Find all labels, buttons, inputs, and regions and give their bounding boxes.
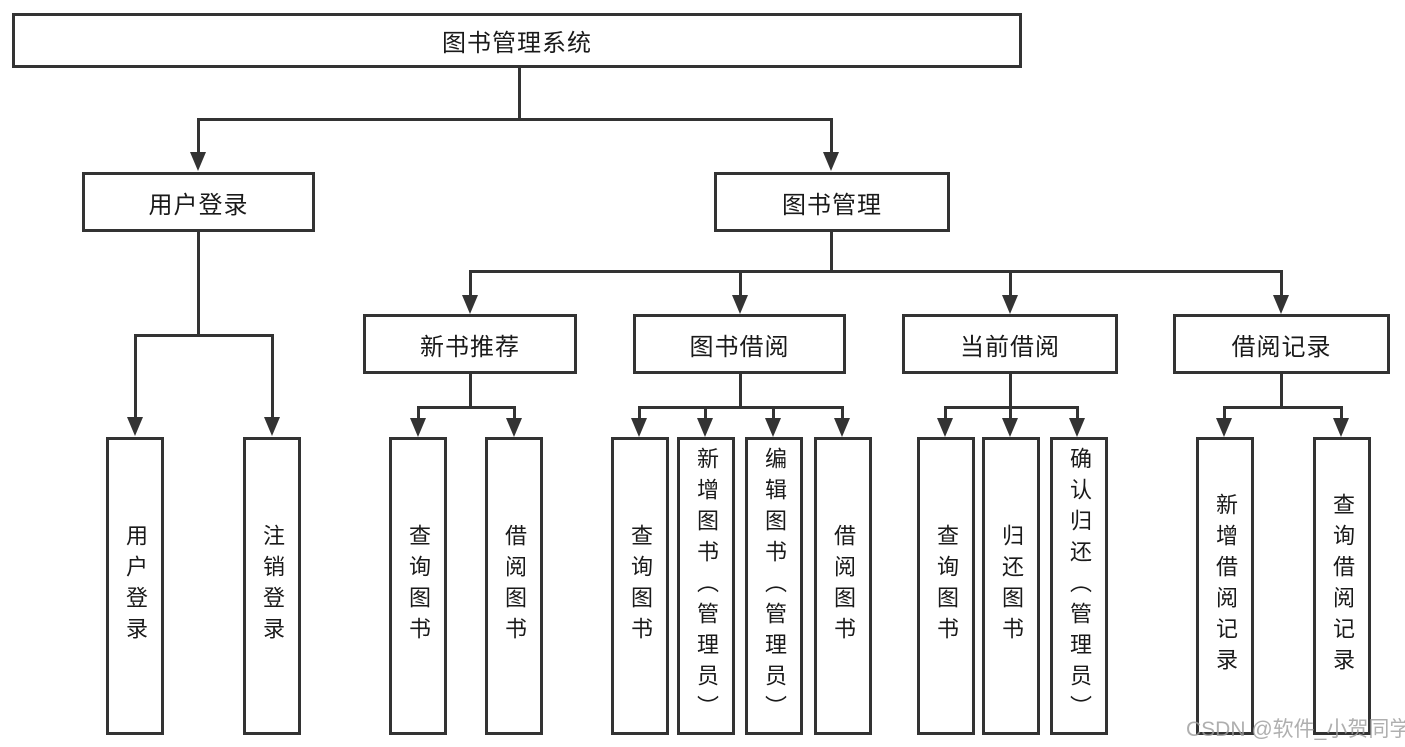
arrowhead-icon: [1273, 295, 1289, 314]
connector-stem: [841, 406, 844, 419]
connector-stem: [704, 406, 707, 419]
connector-userlogin-rail: [134, 334, 273, 337]
arrowhead-icon: [1002, 418, 1018, 437]
connector-stem: [513, 406, 516, 419]
node-book-borrow: 图书借阅: [633, 314, 846, 374]
connector-stem: [638, 406, 641, 419]
arrowhead-icon: [732, 295, 748, 314]
arrowhead-icon: [697, 418, 713, 437]
arrowhead-icon: [1216, 418, 1232, 437]
arrowhead-icon: [506, 418, 522, 437]
connector-root-rail: [197, 118, 833, 121]
leaf-borrow-query-book: 查询图书: [611, 437, 669, 735]
arrowhead-icon: [823, 152, 839, 171]
connector-records-rail: [1223, 406, 1342, 409]
connector-stem: [1280, 270, 1283, 295]
leaf-recommend-borrow-book: 借阅图书: [485, 437, 543, 735]
leaf-user-login: 用户登录: [106, 437, 164, 735]
connector-stem: [271, 334, 274, 417]
node-new-book-recommend: 新书推荐: [363, 314, 577, 374]
leaf-records-query-record: 查询借阅记录: [1313, 437, 1371, 735]
connector-bookborrow-rail: [638, 406, 844, 409]
node-current-borrow: 当前借阅: [902, 314, 1118, 374]
leaf-logout: 注销登录: [243, 437, 301, 735]
connector-bookmgmt-stem: [830, 232, 833, 270]
leaf-borrow-edit-book-admin: 编辑图书（管理员）: [745, 437, 803, 735]
connector-recommend-stem: [469, 374, 472, 406]
leaf-current-return-book: 归还图书: [982, 437, 1040, 735]
connector-stem: [134, 334, 137, 417]
arrowhead-icon: [264, 417, 280, 436]
arrowhead-icon: [190, 152, 206, 171]
csdn-watermark: CSDN @软件_小贺同学: [1186, 718, 1405, 741]
node-borrow-records: 借阅记录: [1173, 314, 1390, 374]
connector-records-stem: [1280, 374, 1283, 406]
connector-stem: [830, 118, 833, 152]
arrowhead-icon: [1333, 418, 1349, 437]
node-book-management: 图书管理: [714, 172, 950, 232]
connector-userlogin-stem: [197, 232, 200, 334]
connector-stem: [197, 118, 200, 152]
connector-stem: [1009, 270, 1012, 295]
connector-recommend-rail: [417, 406, 516, 409]
arrowhead-icon: [631, 418, 647, 437]
leaf-borrow-borrow-book: 借阅图书: [814, 437, 872, 735]
arrowhead-icon: [834, 418, 850, 437]
node-user-login: 用户登录: [82, 172, 315, 232]
connector-stem: [944, 406, 947, 419]
arrowhead-icon: [127, 417, 143, 436]
arrowhead-icon: [1002, 295, 1018, 314]
leaf-current-query-book: 查询图书: [917, 437, 975, 735]
leaf-records-add-record: 新增借阅记录: [1196, 437, 1254, 735]
arrowhead-icon: [462, 295, 478, 314]
arrowhead-icon: [765, 418, 781, 437]
arrowhead-icon: [1069, 418, 1085, 437]
connector-stem: [1009, 406, 1012, 419]
connector-stem: [1340, 406, 1343, 419]
leaf-recommend-query-book: 查询图书: [389, 437, 447, 735]
connector-bookmgmt-rail: [469, 270, 1283, 273]
node-root: 图书管理系统: [12, 13, 1022, 68]
connector-stem: [469, 270, 472, 295]
connector-stem: [417, 406, 420, 419]
connector-stem: [1076, 406, 1079, 419]
connector-bookborrow-stem: [739, 374, 742, 406]
arrowhead-icon: [410, 418, 426, 437]
connector-root-stem: [518, 68, 521, 118]
connector-stem: [739, 270, 742, 295]
connector-stem: [1223, 406, 1226, 419]
arrowhead-icon: [937, 418, 953, 437]
connector-currentborrow-stem: [1009, 374, 1012, 406]
leaf-borrow-add-book-admin: 新增图书（管理员）: [677, 437, 735, 735]
connector-stem: [772, 406, 775, 419]
leaf-current-confirm-return-admin: 确认归还（管理员）: [1050, 437, 1108, 735]
